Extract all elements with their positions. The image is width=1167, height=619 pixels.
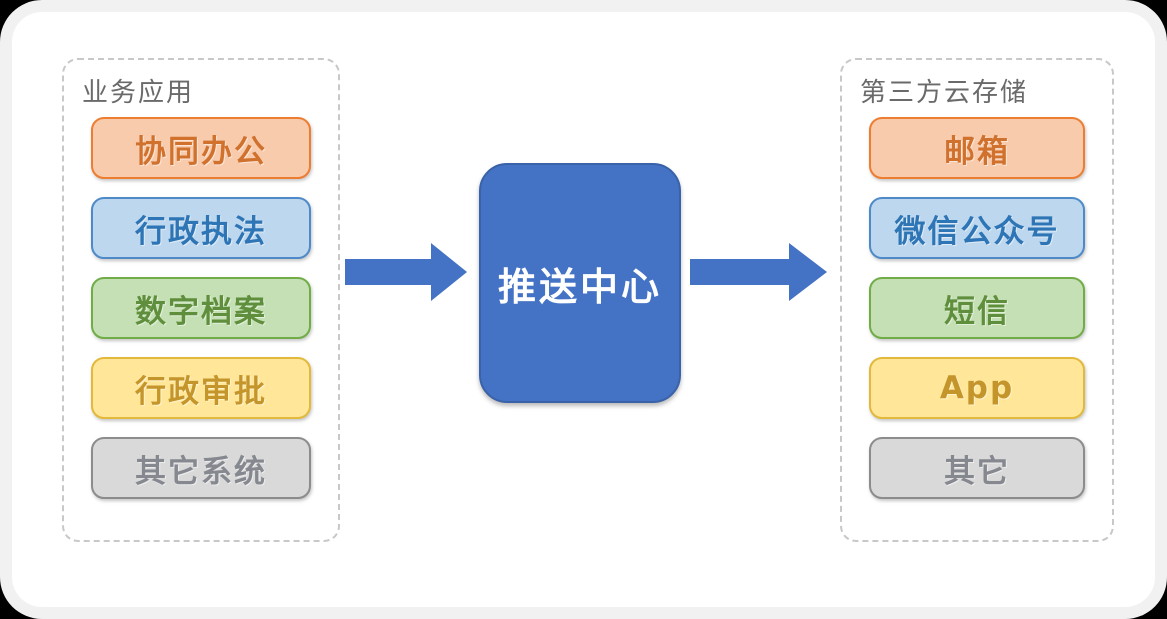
node-admin-approval: 行政审批 <box>91 357 311 419</box>
node-other-systems: 其它系统 <box>91 437 311 499</box>
node-collaborative-office: 协同办公 <box>91 117 311 179</box>
panel-third-party-cloud: 第三方云存储 邮箱 微信公众号 短信 App 其它 <box>840 58 1114 542</box>
node-push-center: 推送中心 <box>479 163 681 403</box>
node-app: App <box>869 357 1085 419</box>
panel-third-party-cloud-title: 第三方云存储 <box>860 78 1029 108</box>
node-email: 邮箱 <box>869 117 1085 179</box>
node-other: 其它 <box>869 437 1085 499</box>
right-flow-arrow-icon <box>690 243 827 301</box>
panel-business-apps-title: 业务应用 <box>82 78 195 108</box>
node-wechat-official-account: 微信公众号 <box>869 197 1085 259</box>
panel-business-apps: 业务应用 协同办公 行政执法 数字档案 行政审批 其它系统 <box>62 58 340 542</box>
node-admin-law-enforcement: 行政执法 <box>91 197 311 259</box>
left-flow-arrow-icon <box>345 243 467 301</box>
node-sms: 短信 <box>869 277 1085 339</box>
node-digital-archives: 数字档案 <box>91 277 311 339</box>
